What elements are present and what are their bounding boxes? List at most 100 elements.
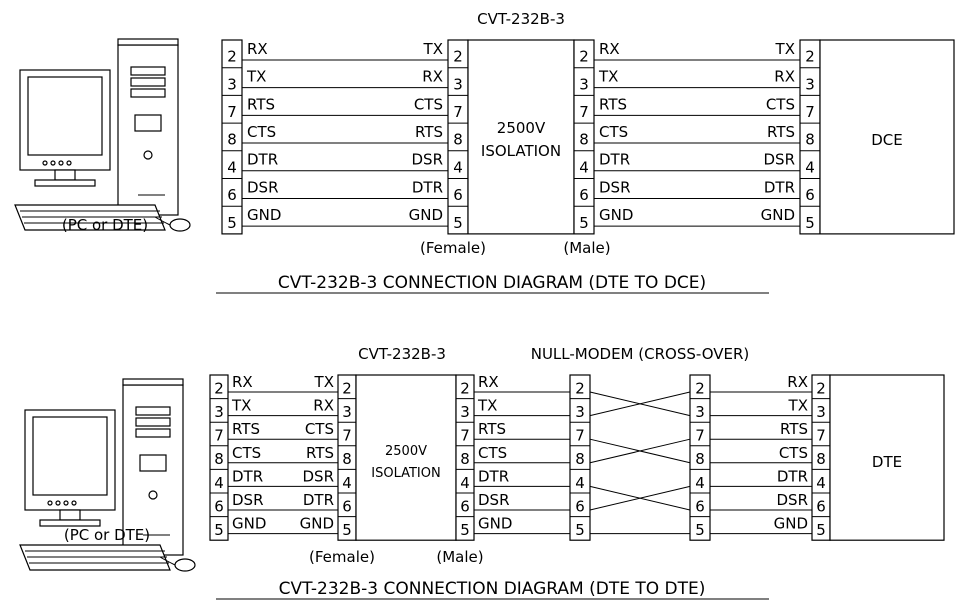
- monitor-button: [58, 160, 64, 166]
- pin-number: 8: [453, 131, 463, 149]
- pin-number: 6: [816, 497, 826, 515]
- pin-number: 7: [453, 103, 463, 121]
- isolation-text: ISOLATION: [481, 142, 561, 160]
- pin-number: 4: [579, 158, 589, 176]
- pin-number: 7: [214, 427, 224, 445]
- pin-number: 3: [342, 403, 352, 421]
- signal-label: CTS: [232, 444, 261, 462]
- pc-computer-icon: [19, 378, 196, 572]
- pin-number: 3: [460, 403, 470, 421]
- pin-number: 6: [214, 497, 224, 515]
- signal-label: RTS: [767, 123, 795, 141]
- top-diagram-dte-to-dce: (PC or DTE)237846523784652500VISOLATION2…: [14, 10, 955, 294]
- crossover-wire: [589, 485, 691, 511]
- mouse: [174, 558, 196, 572]
- male-label: (Male): [563, 239, 610, 257]
- pin-number: 8: [816, 450, 826, 468]
- drive-bay: [130, 88, 166, 98]
- drive-bay: [135, 406, 171, 416]
- signal-label: DTR: [232, 467, 263, 485]
- signal-label: DSR: [412, 151, 444, 169]
- pin-number: 8: [342, 450, 352, 468]
- monitor-button: [63, 500, 69, 506]
- pin-number: 3: [695, 403, 705, 421]
- pin-number: 2: [460, 379, 470, 397]
- signal-label: RX: [599, 40, 620, 58]
- signal-label: GND: [409, 206, 443, 224]
- dte-label: DTE: [872, 453, 902, 471]
- device-title: CVT-232B-3: [358, 345, 446, 363]
- pin-number: 4: [227, 158, 237, 176]
- signal-label: RTS: [306, 444, 334, 462]
- dce-label: DCE: [871, 131, 903, 149]
- signal-label: CTS: [766, 95, 795, 113]
- isolator-male-connector-body: [573, 39, 595, 235]
- signal-label: RX: [478, 373, 499, 391]
- signal-label: TX: [598, 68, 618, 86]
- monitor-button: [42, 160, 48, 166]
- pin-number: 3: [805, 75, 815, 93]
- null-modem-title: NULL-MODEM (CROSS-OVER): [531, 345, 750, 363]
- pin-number: 5: [816, 521, 826, 539]
- female-label: (Female): [420, 239, 486, 257]
- pin-number: 2: [695, 379, 705, 397]
- monitor-button: [71, 500, 77, 506]
- signal-label: DTR: [478, 467, 509, 485]
- pin-number: 6: [575, 497, 585, 515]
- signal-label: CTS: [305, 420, 334, 438]
- female-label: (Female): [309, 548, 375, 566]
- signal-label: DTR: [777, 467, 808, 485]
- signal-label: CTS: [779, 444, 808, 462]
- signal-label: GND: [761, 206, 795, 224]
- pin-number: 2: [805, 48, 815, 66]
- floppy-slot: [134, 114, 162, 132]
- signal-label: GND: [232, 515, 266, 533]
- pin-number: 3: [453, 75, 463, 93]
- signal-label: TX: [246, 68, 266, 86]
- isolator-male-connector-body: [455, 374, 475, 541]
- pin-number: 3: [214, 403, 224, 421]
- crossover-wire: [589, 438, 691, 464]
- signal-label: DTR: [303, 491, 334, 509]
- pin-number: 3: [816, 403, 826, 421]
- bottom-diagram-dte-to-dte: (PC or DTE)237846523784652500VISOLATION2…: [19, 345, 945, 600]
- pin-number: 5: [805, 214, 815, 232]
- pin-number: 5: [579, 214, 589, 232]
- signal-label: DSR: [764, 151, 796, 169]
- pin-number: 8: [695, 450, 705, 468]
- pin-number: 6: [460, 497, 470, 515]
- dce-box: [819, 39, 955, 235]
- pin-number: 4: [342, 474, 352, 492]
- signal-label: RTS: [247, 95, 275, 113]
- signal-label: CTS: [478, 444, 507, 462]
- monitor-button: [55, 500, 61, 506]
- pin-number: 7: [579, 103, 589, 121]
- signal-label: TX: [423, 40, 443, 58]
- monitor-neck: [54, 169, 76, 181]
- caption: CVT-232B-3 CONNECTION DIAGRAM (DTE TO DC…: [278, 273, 706, 293]
- pin-number: 4: [460, 474, 470, 492]
- pin-number: 2: [214, 379, 224, 397]
- pin-number: 6: [342, 497, 352, 515]
- pin-number: 2: [227, 48, 237, 66]
- pin-number: 7: [227, 103, 237, 121]
- floppy-slot: [139, 454, 167, 472]
- pin-number: 3: [575, 403, 585, 421]
- device-title: CVT-232B-3: [477, 10, 565, 28]
- pin-number: 2: [575, 379, 585, 397]
- drive-bay: [135, 417, 171, 427]
- signal-label: GND: [300, 515, 334, 533]
- pin-number: 8: [575, 450, 585, 468]
- caption: CVT-232B-3 CONNECTION DIAGRAM (DTE TO DT…: [279, 579, 706, 599]
- pin-number: 4: [695, 474, 705, 492]
- pin-number: 5: [460, 521, 470, 539]
- tower-top: [117, 38, 179, 46]
- signal-label: RX: [247, 40, 268, 58]
- pin-number: 8: [460, 450, 470, 468]
- pin-number: 4: [453, 158, 463, 176]
- power-button: [143, 150, 153, 160]
- signal-label: TX: [231, 397, 251, 415]
